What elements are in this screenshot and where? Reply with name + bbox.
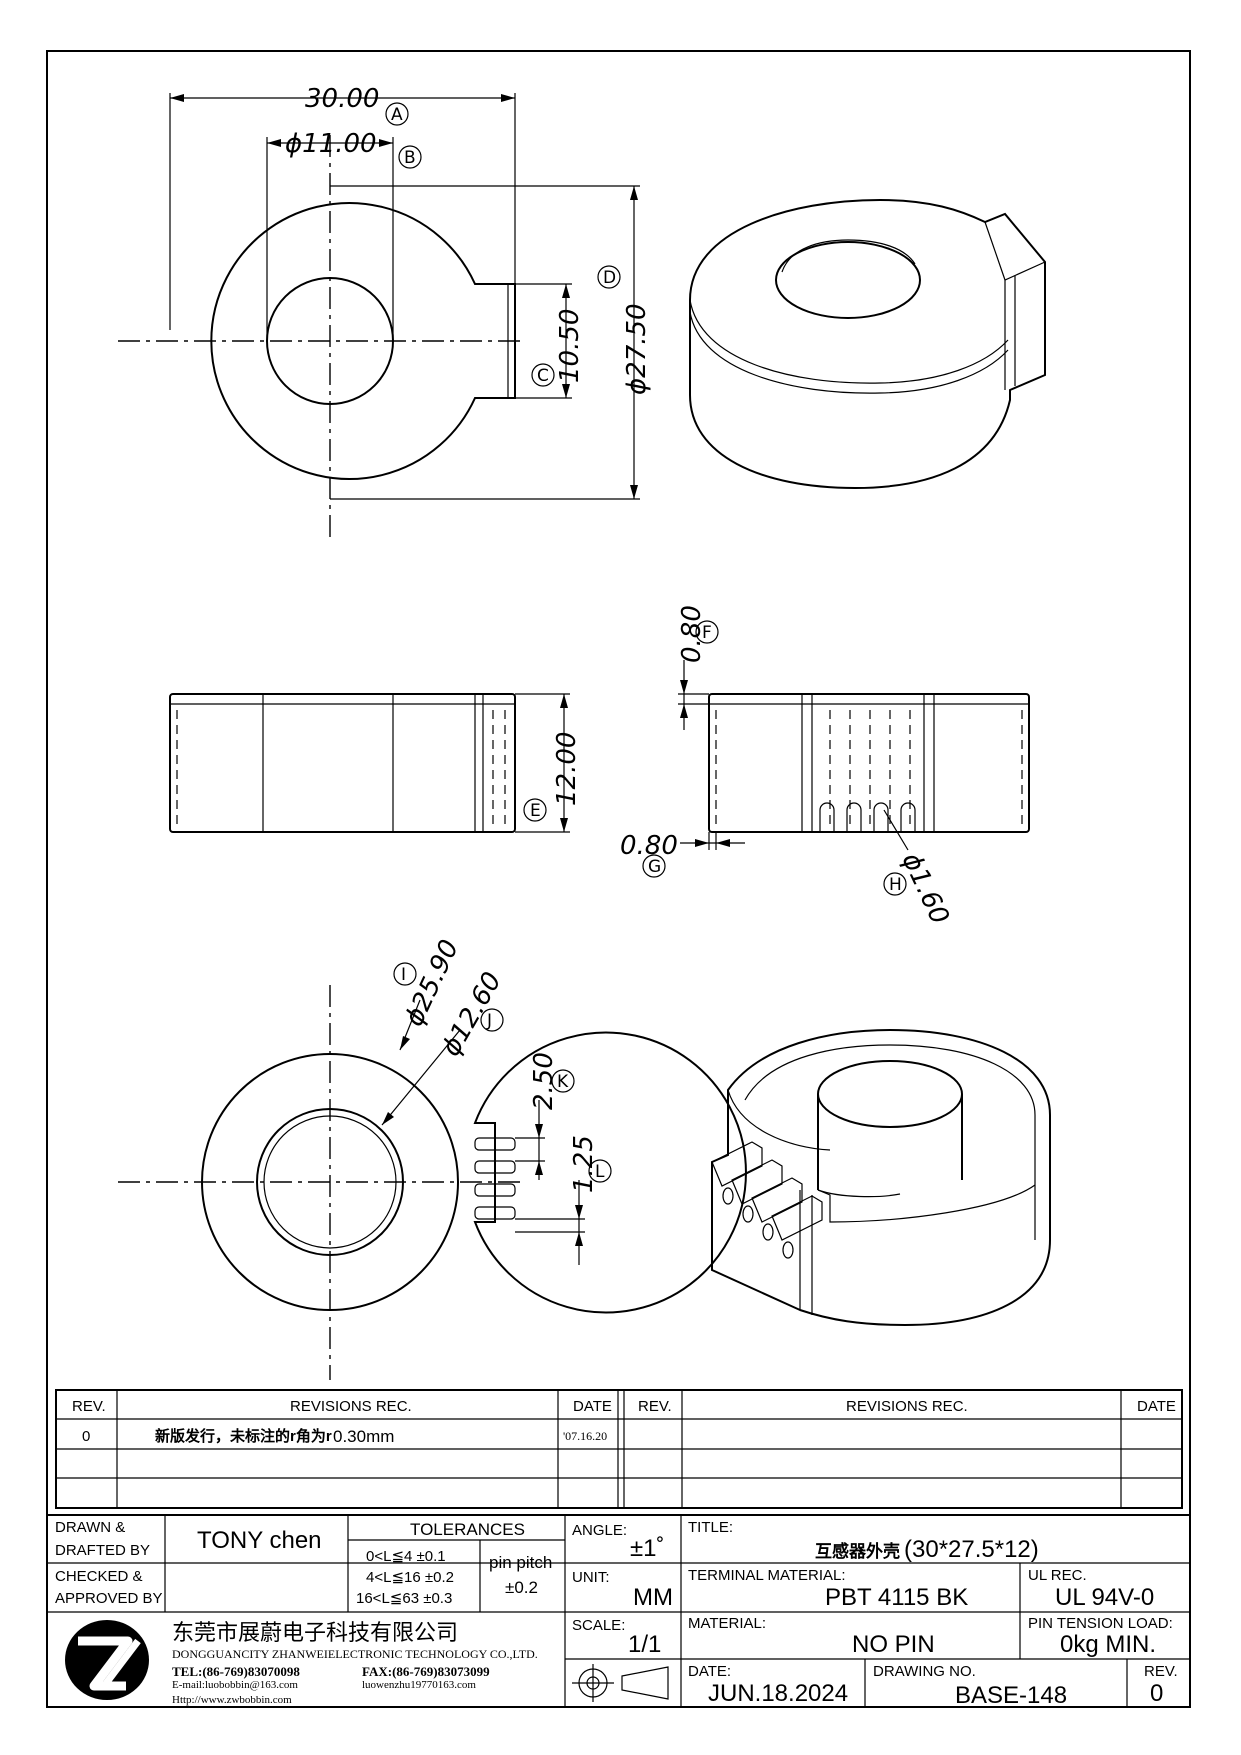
rev-row-0-date: '07.16.20 — [563, 1429, 607, 1443]
callout-markers: A B C D E F G H I J K L — [385, 102, 907, 1183]
company-tel: TEL:(86-769)83070098 — [172, 1664, 300, 1679]
material-value: NO PIN — [852, 1631, 935, 1658]
title-label: TITLE: — [688, 1519, 733, 1536]
date-value: JUN.18.2024 — [708, 1680, 848, 1707]
company-fax: FAX:(86-769)83073099 — [362, 1664, 490, 1679]
rev-row-0-rev: 0 — [82, 1428, 90, 1445]
revisions-table: REV. REVISIONS REC. DATE REV. REVISIONS … — [55, 1389, 1183, 1509]
company-logo — [65, 1620, 149, 1700]
tolerance-row-2: 4<L≦16 ±0.2 — [366, 1569, 454, 1586]
pin-tension-label: PIN TENSION LOAD: — [1028, 1615, 1173, 1632]
company-block: 东莞市展蔚电子科技有限公司 DONGGUANCITY ZHANWEIELECTR… — [65, 1620, 538, 1706]
callout-f: F — [702, 623, 712, 643]
callout-h: H — [889, 875, 902, 895]
callout-g: G — [648, 857, 661, 877]
drawn-label: DRAWN & — [55, 1519, 125, 1536]
checked-label: CHECKED & — [55, 1568, 143, 1585]
rev-header-right: REV. — [638, 1398, 672, 1415]
dim-a-text: 30.00 — [305, 84, 379, 114]
material-label: MATERIAL: — [688, 1615, 766, 1632]
dim-b-text: ϕ11.00 — [285, 129, 377, 159]
callout-a: A — [391, 105, 403, 125]
unit-label: UNIT: — [572, 1569, 610, 1586]
rec-header-right: REVISIONS REC. — [846, 1398, 968, 1415]
terminal-material-label: TERMINAL MATERIAL: — [688, 1567, 846, 1584]
dim-e-text: 12.00 — [552, 732, 582, 806]
iso-bottom-view — [711, 1028, 1051, 1327]
company-name-cn: 东莞市展蔚电子科技有限公司 — [172, 1621, 458, 1646]
top-view: 30.00 ϕ11.00 10.50 ϕ27.50 — [118, 84, 652, 540]
callout-b: B — [404, 148, 416, 168]
title-cn: 互感器外壳 — [815, 1541, 900, 1561]
pin-pitch-label: pin pitch — [489, 1553, 552, 1572]
tolerances-title: TOLERANCES — [410, 1520, 525, 1539]
projection-symbol — [572, 1664, 669, 1702]
dim-k-text: 2.50 — [529, 1052, 559, 1110]
callout-c: C — [537, 366, 549, 386]
tolerance-row-3: 16<L≦63 ±0.3 — [356, 1590, 452, 1607]
angle-label: ANGLE: — [572, 1522, 627, 1539]
rev-value: 0 — [1150, 1680, 1163, 1707]
drafted-label: DRAFTED BY — [55, 1542, 150, 1559]
pin-pitch-value: ±0.2 — [505, 1578, 538, 1597]
top-view-outline — [210, 202, 516, 480]
rev-header-left: REV. — [72, 1398, 106, 1415]
unit-value: MM — [633, 1584, 673, 1611]
drawn-by-value: TONY chen — [197, 1527, 322, 1554]
ul-rec-value: UL 94V-0 — [1055, 1584, 1154, 1611]
company-website: Http://www.zwbobbin.com — [172, 1694, 292, 1706]
pin-tension-value: 0kg MIN. — [1060, 1631, 1156, 1658]
title-value: (30*27.5*12) — [904, 1536, 1039, 1563]
rev-row-0-rec-cn: 新版发行，未标注的r角为r — [155, 1427, 332, 1445]
side-view: 0.80 0.80 ϕ1.60 — [620, 605, 1030, 929]
ul-rec-label: UL REC. — [1028, 1567, 1087, 1584]
iso-top-view — [689, 198, 1046, 490]
callout-j: J — [486, 1011, 492, 1031]
terminal-material-value: PBT 4115 BK — [825, 1584, 968, 1611]
company-name-en: DONGGUANCITY ZHANWEIELECTRONIC TECHNOLOG… — [172, 1647, 538, 1661]
drawing-no-value: BASE-148 — [955, 1682, 1067, 1709]
dim-d-text: ϕ27.50 — [622, 303, 652, 395]
tolerance-row-1: 0<L≦4 ±0.1 — [366, 1548, 446, 1565]
callout-l: L — [595, 1162, 605, 1182]
date-header-left: DATE — [573, 1398, 612, 1415]
scale-value: 1/1 — [628, 1631, 661, 1658]
rev-label: REV. — [1144, 1663, 1178, 1680]
callout-d: D — [603, 268, 616, 288]
front-view: 12.00 — [169, 693, 582, 833]
rec-header-left: REVISIONS REC. — [290, 1398, 412, 1415]
dim-f-text: 0.80 — [677, 605, 707, 663]
company-email-2: luowenzhu19770163.com — [362, 1679, 476, 1691]
callout-e: E — [530, 801, 541, 821]
title-block: DRAWN & DRAFTED BY TONY chen CHECKED & A… — [46, 1514, 1191, 1709]
company-email: E-mail:luobobbin@163.com — [172, 1679, 298, 1691]
rev-row-0-rec-val: 0.30mm — [333, 1427, 394, 1446]
callout-i: I — [401, 965, 406, 985]
date-label: DATE: — [688, 1663, 731, 1680]
approved-label: APPROVED BY — [55, 1590, 163, 1607]
bottom-view: ϕ25.90 ϕ12.60 2.50 1.25 — [118, 935, 747, 1380]
dim-c-text: 10.50 — [555, 309, 585, 383]
dim-l-text: 1.25 — [569, 1135, 599, 1193]
angle-value: ±1˚ — [630, 1535, 665, 1562]
scale-label: SCALE: — [572, 1617, 625, 1634]
drawing-no-label: DRAWING NO. — [873, 1663, 976, 1680]
callout-k: K — [557, 1072, 569, 1092]
date-header-right: DATE — [1137, 1398, 1176, 1415]
